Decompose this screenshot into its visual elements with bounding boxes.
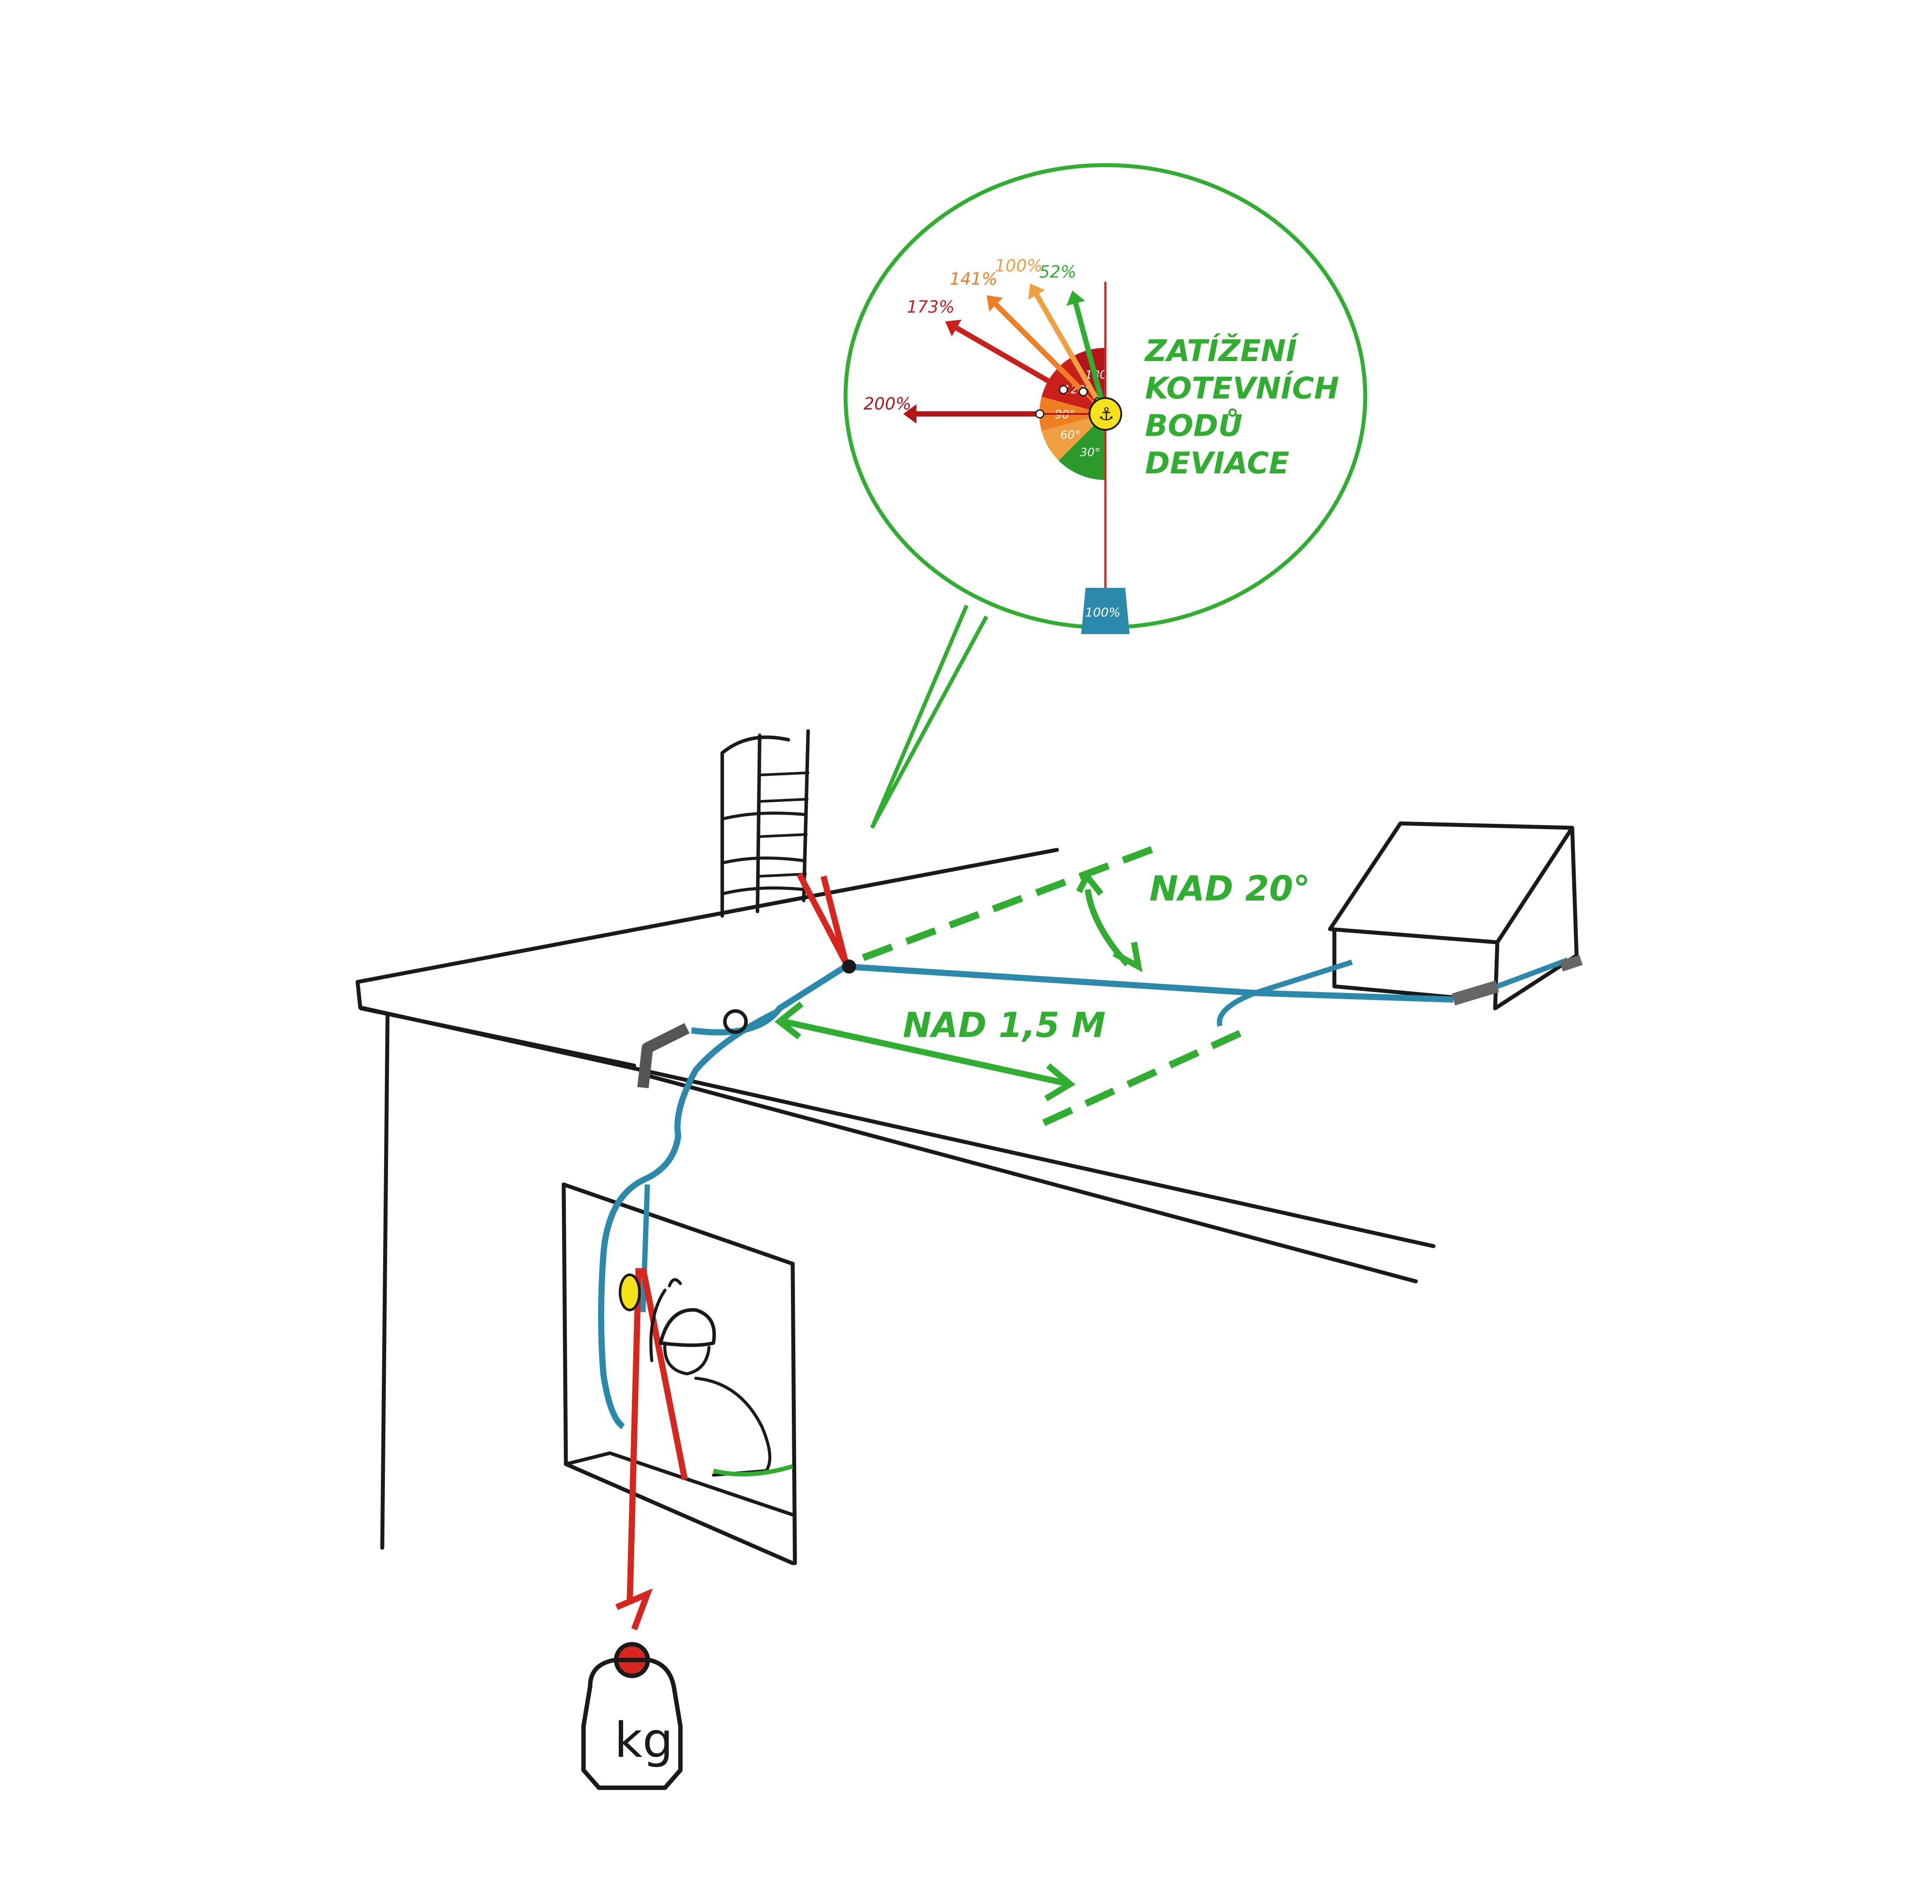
- distance-arrow: [774, 1001, 1076, 1102]
- building: [355, 848, 1436, 1550]
- sector-label: 30°: [1080, 446, 1100, 459]
- force-vector-head: [1028, 283, 1045, 300]
- distance-label: NAD 1,5 M: [903, 1006, 1106, 1045]
- callout-weight-label: 100%: [1085, 605, 1120, 620]
- force-vector: [955, 325, 1065, 392]
- callout-title-line-2: KOTEVNÍCH: [1145, 371, 1339, 406]
- force-vector-label: 200%: [864, 394, 912, 413]
- vector-node: [1059, 385, 1068, 395]
- force-vector-head: [903, 404, 916, 424]
- angle-sector: [1058, 414, 1105, 480]
- edge-protector: [637, 1023, 690, 1089]
- callout-title: ZATÍŽENÍ KOTEVNÍCH BODŮ DEVIACE: [1144, 333, 1339, 481]
- force-vector: [994, 303, 1086, 394]
- force-vector-head: [986, 295, 1003, 312]
- vector-node: [1079, 387, 1088, 397]
- anchor-icon: [1089, 397, 1122, 431]
- callout-title-line-1: ZATÍŽENÍ: [1144, 333, 1300, 369]
- callout-title-line-3: BODŮ: [1145, 408, 1242, 443]
- belay-device: [619, 1273, 641, 1311]
- roof-structure: [1328, 821, 1579, 1011]
- worker: [649, 1278, 794, 1477]
- force-vector-head: [1066, 290, 1085, 306]
- force-vector-label: 100%: [995, 256, 1043, 275]
- roof-ladder-cage: [720, 729, 810, 918]
- force-vector-label: 52%: [1039, 262, 1076, 282]
- callout-weight-icon: [1081, 588, 1130, 634]
- blue-rope-main: [845, 963, 1454, 1003]
- force-vector-label: 141%: [949, 269, 997, 288]
- force-vector-diagram: 180°120°90°60°30°200%173%141%100%52%⚓100…: [864, 256, 1130, 634]
- red-rope: [627, 1268, 642, 1603]
- force-vector-head: [945, 319, 962, 337]
- sector-label: 60°: [1060, 429, 1080, 442]
- measurement-guides: [774, 842, 1248, 1126]
- weight-label: kg: [614, 1712, 673, 1768]
- kettlebell-weight-icon: kg: [581, 1642, 683, 1790]
- angle-label: NAD 20°: [1149, 869, 1310, 909]
- angle-sector: [1042, 414, 1105, 461]
- rope-system: [598, 872, 1583, 1631]
- anchor-sling: [796, 872, 849, 964]
- angle-arrow: [1076, 871, 1143, 973]
- anchor-glyph: ⚓: [1098, 404, 1114, 424]
- force-vector-label: 173%: [907, 297, 955, 317]
- vector-node: [1035, 409, 1045, 419]
- force-vector: [1034, 293, 1101, 403]
- window: [561, 1182, 797, 1565]
- callout-title-line-4: DEVIACE: [1145, 446, 1289, 481]
